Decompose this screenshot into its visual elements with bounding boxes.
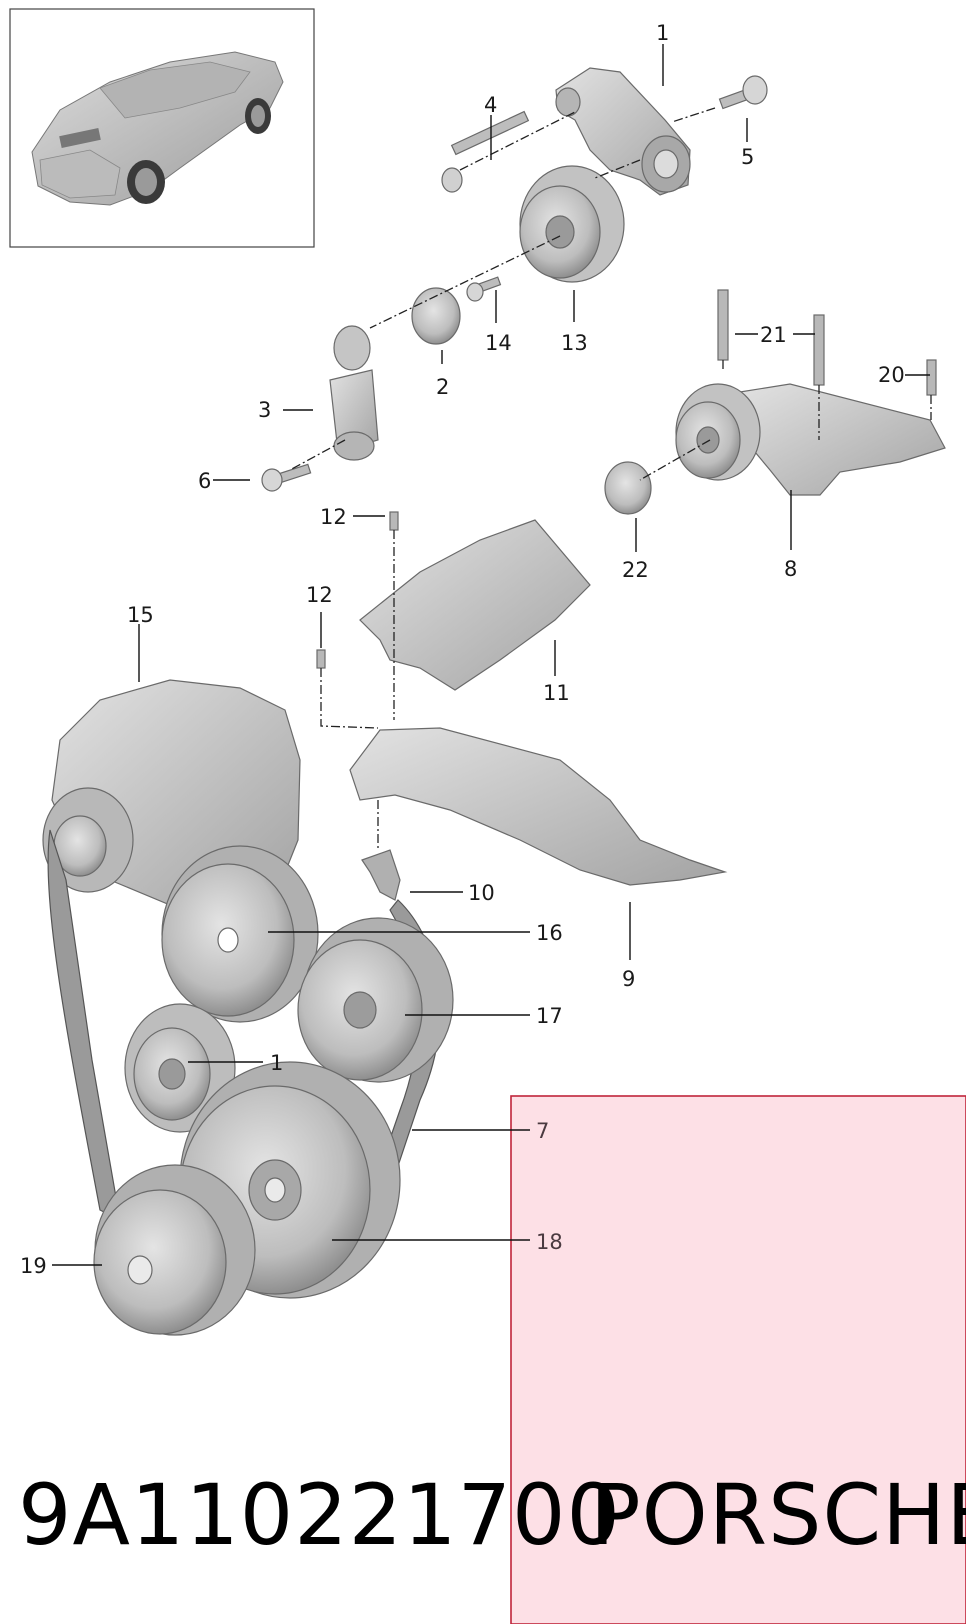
callout-8: 8 bbox=[784, 557, 797, 581]
bolt-20 bbox=[926, 359, 937, 396]
callout-11: 11 bbox=[543, 681, 570, 705]
callout-13: 13 bbox=[561, 331, 588, 355]
callout-7: 7 bbox=[536, 1119, 549, 1143]
bolt-4 bbox=[441, 110, 530, 193]
part-number: 9A110221700 bbox=[18, 1466, 621, 1564]
cap-22 bbox=[604, 461, 652, 515]
callout-5: 5 bbox=[741, 145, 754, 169]
callout-3: 3 bbox=[258, 398, 271, 422]
callout-12-upper: 12 bbox=[320, 505, 347, 529]
callout-4: 4 bbox=[484, 93, 497, 117]
callout-18: 18 bbox=[536, 1230, 563, 1254]
callout-16: 16 bbox=[536, 921, 563, 945]
callout-1: 1 bbox=[656, 21, 669, 45]
vehicle-thumbnail bbox=[9, 8, 315, 248]
callout-17: 17 bbox=[536, 1004, 563, 1028]
callout-1-lower: 1 bbox=[270, 1051, 283, 1075]
pulley-19 bbox=[93, 1164, 256, 1336]
callout-6: 6 bbox=[198, 469, 211, 493]
bolt-5 bbox=[718, 75, 768, 110]
callout-15: 15 bbox=[127, 603, 154, 627]
idler-pulley-1 bbox=[124, 1003, 236, 1133]
callout-10: 10 bbox=[468, 881, 495, 905]
heat-shield-11 bbox=[359, 519, 591, 691]
brand-name: PORSCHE bbox=[590, 1466, 966, 1564]
callout-21: 21 bbox=[760, 323, 787, 347]
cap-2 bbox=[411, 287, 461, 345]
heat-shield-9 bbox=[349, 727, 728, 886]
pulley-16 bbox=[161, 845, 319, 1023]
callout-19: 19 bbox=[20, 1254, 47, 1278]
bolt-6 bbox=[261, 463, 312, 492]
bracket-8 bbox=[675, 383, 946, 496]
callout-14: 14 bbox=[485, 331, 512, 355]
highlight-region bbox=[510, 1095, 966, 1624]
callout-2: 2 bbox=[436, 375, 449, 399]
leader-lines bbox=[52, 44, 930, 1266]
callout-9: 9 bbox=[622, 967, 635, 991]
damper-3 bbox=[329, 325, 379, 461]
car-image bbox=[31, 51, 284, 206]
belt-tensioner-1 bbox=[555, 67, 691, 196]
callout-20: 20 bbox=[878, 363, 905, 387]
callouts: 1 4 5 13 14 2 3 6 21 20 22 8 12 12 11 15… bbox=[20, 21, 905, 1278]
callout-12-lower: 12 bbox=[306, 583, 333, 607]
pulley-17 bbox=[297, 917, 454, 1083]
bolt-14 bbox=[466, 276, 502, 302]
idler-pulley-13 bbox=[519, 165, 625, 283]
callout-22: 22 bbox=[622, 558, 649, 582]
clip-10 bbox=[361, 849, 401, 901]
